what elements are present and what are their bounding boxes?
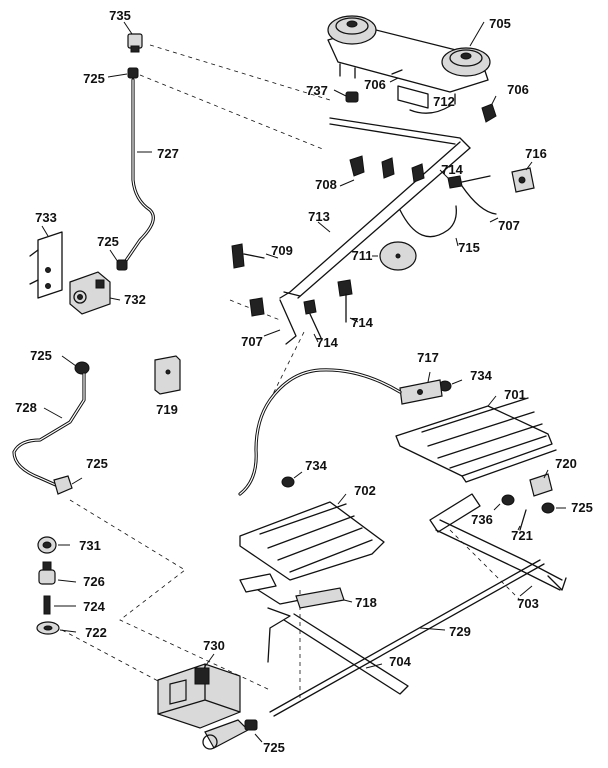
part-709-valve — [231, 243, 279, 269]
label-727: 727 — [157, 146, 179, 161]
label-701: 701 — [504, 387, 526, 402]
label-729: 729 — [449, 624, 471, 639]
label-715: 715 — [458, 240, 480, 255]
part-707-fitting-lower — [249, 297, 265, 317]
part-720-elbow — [529, 469, 553, 497]
label-725-bottom: 725 — [263, 740, 285, 755]
part-706-clip-left — [389, 69, 403, 83]
label-725-right: 725 — [571, 500, 593, 515]
label-725-lower: 725 — [86, 456, 108, 471]
label-732: 732 — [124, 292, 146, 307]
part-702-burner — [239, 493, 385, 581]
label-730: 730 — [203, 638, 225, 653]
part-727-tube — [123, 78, 155, 264]
label-726: 726 — [83, 574, 105, 589]
label-717: 717 — [417, 350, 439, 365]
label-708: 708 — [315, 177, 337, 192]
label-716: 716 — [525, 146, 547, 161]
part-725-fitting-bottom — [244, 719, 263, 743]
label-703: 703 — [517, 596, 539, 611]
part-715-tube — [399, 205, 459, 247]
part-labels: 735 725 727 733 725 732 725 719 728 725 … — [15, 8, 593, 755]
part-730-valve-body — [157, 653, 249, 750]
label-722: 722 — [85, 625, 107, 640]
label-721: 721 — [511, 528, 533, 543]
part-714-valve-a — [439, 169, 491, 189]
part-718-bracket — [239, 573, 353, 609]
part-706-clip-right — [481, 95, 497, 123]
part-705-burners — [327, 15, 491, 105]
label-725-top: 725 — [83, 71, 105, 86]
label-728: 728 — [15, 400, 37, 415]
part-713-manifold — [279, 117, 471, 299]
part-704-tube — [267, 607, 409, 695]
label-712: 712 — [433, 94, 455, 109]
label-714-a: 714 — [441, 162, 463, 177]
label-718: 718 — [355, 595, 377, 610]
part-725-nut-top — [107, 67, 139, 79]
label-734-upper: 734 — [470, 368, 492, 383]
label-735: 735 — [109, 8, 131, 23]
label-711: 711 — [352, 248, 373, 263]
part-737-screw — [333, 89, 359, 103]
part-707-tube-left — [263, 299, 297, 345]
part-724-spring — [43, 595, 76, 615]
part-732-valve — [69, 271, 121, 315]
label-704: 704 — [389, 654, 411, 669]
part-721-elbow — [517, 509, 527, 531]
part-722-washer — [36, 621, 77, 635]
label-713: 713 — [308, 209, 330, 224]
label-706-right: 706 — [507, 82, 529, 97]
part-725-connector-728 — [61, 355, 90, 375]
part-728-tube — [12, 372, 86, 488]
label-719: 719 — [156, 402, 178, 417]
label-705: 705 — [489, 16, 511, 31]
label-709: 709 — [271, 243, 293, 258]
part-733-bracket — [29, 225, 63, 299]
part-703-tube — [429, 493, 567, 597]
part-717-bracket — [399, 371, 443, 405]
label-737: 737 — [306, 83, 328, 98]
label-736: 736 — [471, 512, 493, 527]
part-729-tube — [269, 559, 545, 717]
part-716-fitting — [511, 161, 535, 193]
label-725-mid: 725 — [97, 234, 119, 249]
part-725-fitting-right — [541, 502, 566, 514]
label-706-left: 706 — [364, 77, 386, 92]
label-731: 731 — [79, 538, 101, 553]
label-725-connector: 725 — [30, 348, 52, 363]
part-719-plate — [154, 355, 181, 395]
label-734-lower: 734 — [305, 458, 327, 473]
part-708-valve — [339, 155, 425, 187]
part-734-nut-upper — [438, 379, 463, 392]
part-701-burner — [395, 395, 557, 483]
label-714-c: 714 — [316, 335, 338, 350]
label-707-right: 707 — [498, 218, 520, 233]
part-714-valve-c — [303, 299, 323, 343]
part-731-cap — [37, 536, 70, 554]
part-726-orifice — [38, 561, 77, 585]
label-707-left: 707 — [241, 334, 263, 349]
part-725-nut-mid — [109, 249, 128, 271]
label-724: 724 — [83, 599, 105, 614]
part-712-bracket — [397, 85, 451, 114]
label-714-b: 714 — [351, 315, 373, 330]
part-734-nut-lower — [281, 471, 303, 488]
assembly-guide-lines — [61, 44, 521, 700]
part-711-disc — [372, 241, 417, 271]
label-720: 720 — [555, 456, 577, 471]
part-707-tube-right — [461, 185, 499, 223]
label-733: 733 — [35, 210, 57, 225]
part-735-fitting — [123, 21, 143, 53]
part-736-nut — [493, 494, 515, 511]
part-714-valve-b — [337, 279, 359, 323]
part-725-fitting-lower — [53, 475, 83, 495]
part-717-hose — [238, 368, 402, 496]
label-702: 702 — [354, 483, 376, 498]
